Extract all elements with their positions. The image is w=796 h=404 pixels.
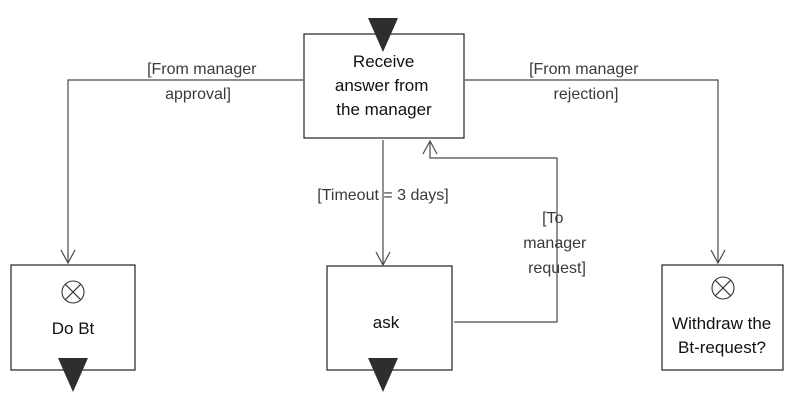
node-do-bt-label: Do Bt — [52, 319, 95, 338]
end-marker-icon — [368, 358, 398, 392]
node-receive-answer: Receive answer from the manager — [303, 18, 465, 139]
node-withdraw: Withdraw the Bt-request? — [661, 264, 784, 371]
edge-rejection-line — [465, 79, 719, 262]
edge-timeout-label: [Timeout = 3 days] — [317, 187, 448, 204]
edge-manager-request-label: [To manager request] — [523, 210, 591, 277]
node-receive-box — [303, 33, 465, 139]
end-marker-icon — [58, 358, 88, 392]
edge-approval-line — [67, 79, 303, 262]
connectors — [60, 79, 726, 323]
node-ask-label: ask — [373, 313, 400, 332]
edge-manager-request-arrow — [422, 139, 438, 155]
node-withdraw-label: Withdraw the Bt-request? — [672, 314, 776, 357]
node-ask: ask — [326, 265, 453, 392]
edge-rejection-label: [From manager rejection] — [529, 61, 643, 103]
node-receive-label: Receive answer from the manager — [335, 52, 433, 119]
start-marker-icon — [368, 18, 398, 52]
cancel-circle-icon — [711, 276, 735, 300]
cancel-circle-icon — [61, 280, 85, 304]
edge-rejection-arrow — [710, 249, 726, 265]
edge-approval-arrow — [60, 249, 76, 265]
node-do-bt: Do Bt — [10, 264, 136, 392]
node-ask-box — [326, 265, 453, 371]
edge-approval-label: [From manager approval] — [147, 61, 261, 103]
edge-timeout-arrow — [375, 251, 391, 267]
edge-manager-request-line — [429, 142, 558, 323]
